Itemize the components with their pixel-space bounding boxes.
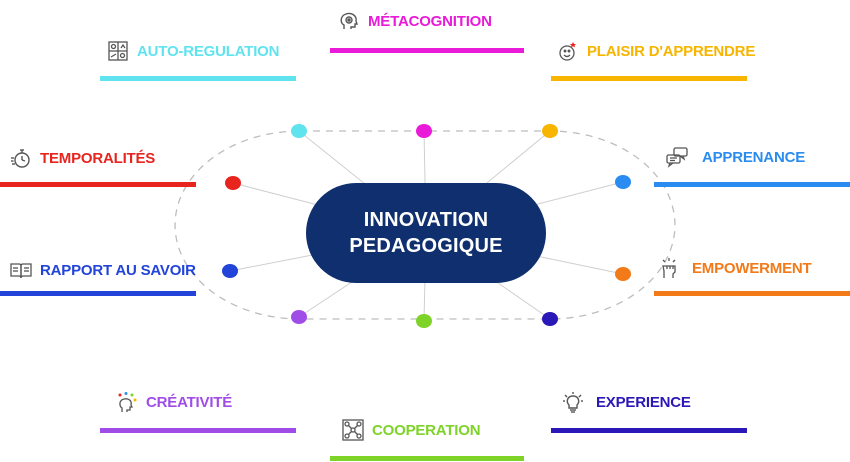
topic-creativite: CRÉATIVITÉ — [116, 391, 232, 413]
underline-creativite — [100, 428, 296, 433]
raised-fist-icon — [658, 257, 680, 279]
node-dot-empowerment — [615, 267, 631, 281]
creative-head-icon — [116, 391, 138, 413]
underline-cooperation — [330, 456, 524, 461]
open-book-icon — [10, 259, 32, 281]
topic-cooperation: COOPERATION — [342, 419, 481, 441]
topic-label: EMPOWERMENT — [692, 259, 812, 277]
topic-experience: EXPERIENCE — [562, 391, 691, 413]
underline-metacognition — [330, 48, 524, 53]
underline-auto-regulation — [100, 76, 296, 81]
topic-label: RAPPORT AU SAVOIR — [40, 261, 196, 279]
topic-label: APPRENANCE — [702, 148, 806, 166]
node-dot-apprenance — [615, 175, 631, 189]
topic-label: COOPERATION — [372, 421, 481, 439]
node-dot-plaisir — [542, 124, 558, 138]
topic-label: AUTO-REGULATION — [137, 42, 280, 60]
network-icon — [342, 419, 364, 441]
topic-plaisir: PLAISIR D'APPRENDRE — [557, 40, 755, 62]
topic-temporalites: TEMPORALITÉS — [10, 147, 155, 169]
smiley-star-icon — [557, 40, 579, 62]
topic-label: MÉTACOGNITION — [368, 12, 492, 30]
underline-temporalites — [0, 182, 196, 187]
topic-auto-regulation: AUTO-REGULATION — [107, 40, 279, 62]
dashed-orbit — [174, 130, 676, 320]
node-dot-auto-regulation — [291, 124, 307, 138]
center-title-line1: INNOVATION — [363, 209, 489, 231]
underline-plaisir — [551, 76, 747, 81]
node-dot-creativite — [291, 310, 307, 324]
lightbulb-icon — [562, 391, 584, 413]
topic-metacognition: MÉTACOGNITION — [338, 10, 492, 32]
node-dot-cooperation — [416, 314, 432, 328]
brain-gear-icon — [338, 10, 360, 32]
underline-rapport — [0, 291, 196, 296]
topic-label: EXPERIENCE — [596, 393, 691, 411]
topic-apprenance: APPRENANCE — [666, 146, 805, 168]
topic-label: TEMPORALITÉS — [40, 149, 156, 167]
center-title-line2: PEDAGOGIQUE — [349, 235, 503, 257]
chat-bubbles-icon — [666, 146, 688, 168]
topic-rapport: RAPPORT AU SAVOIR — [10, 259, 196, 281]
node-dot-experience — [542, 312, 558, 326]
chess-grid-icon — [107, 40, 129, 62]
underline-empowerment — [654, 291, 850, 296]
topic-label: PLAISIR D'APPRENDRE — [587, 42, 756, 60]
node-dot-metacognition — [416, 124, 432, 138]
center-node: INNOVATION PEDAGOGIQUE — [306, 183, 546, 283]
underline-experience — [551, 428, 747, 433]
node-dot-rapport — [222, 264, 238, 278]
topic-label: CRÉATIVITÉ — [146, 393, 233, 411]
stopwatch-icon — [10, 147, 32, 169]
node-dot-temporalites — [225, 176, 241, 190]
topic-empowerment: EMPOWERMENT — [658, 257, 812, 279]
underline-apprenance — [654, 182, 850, 187]
